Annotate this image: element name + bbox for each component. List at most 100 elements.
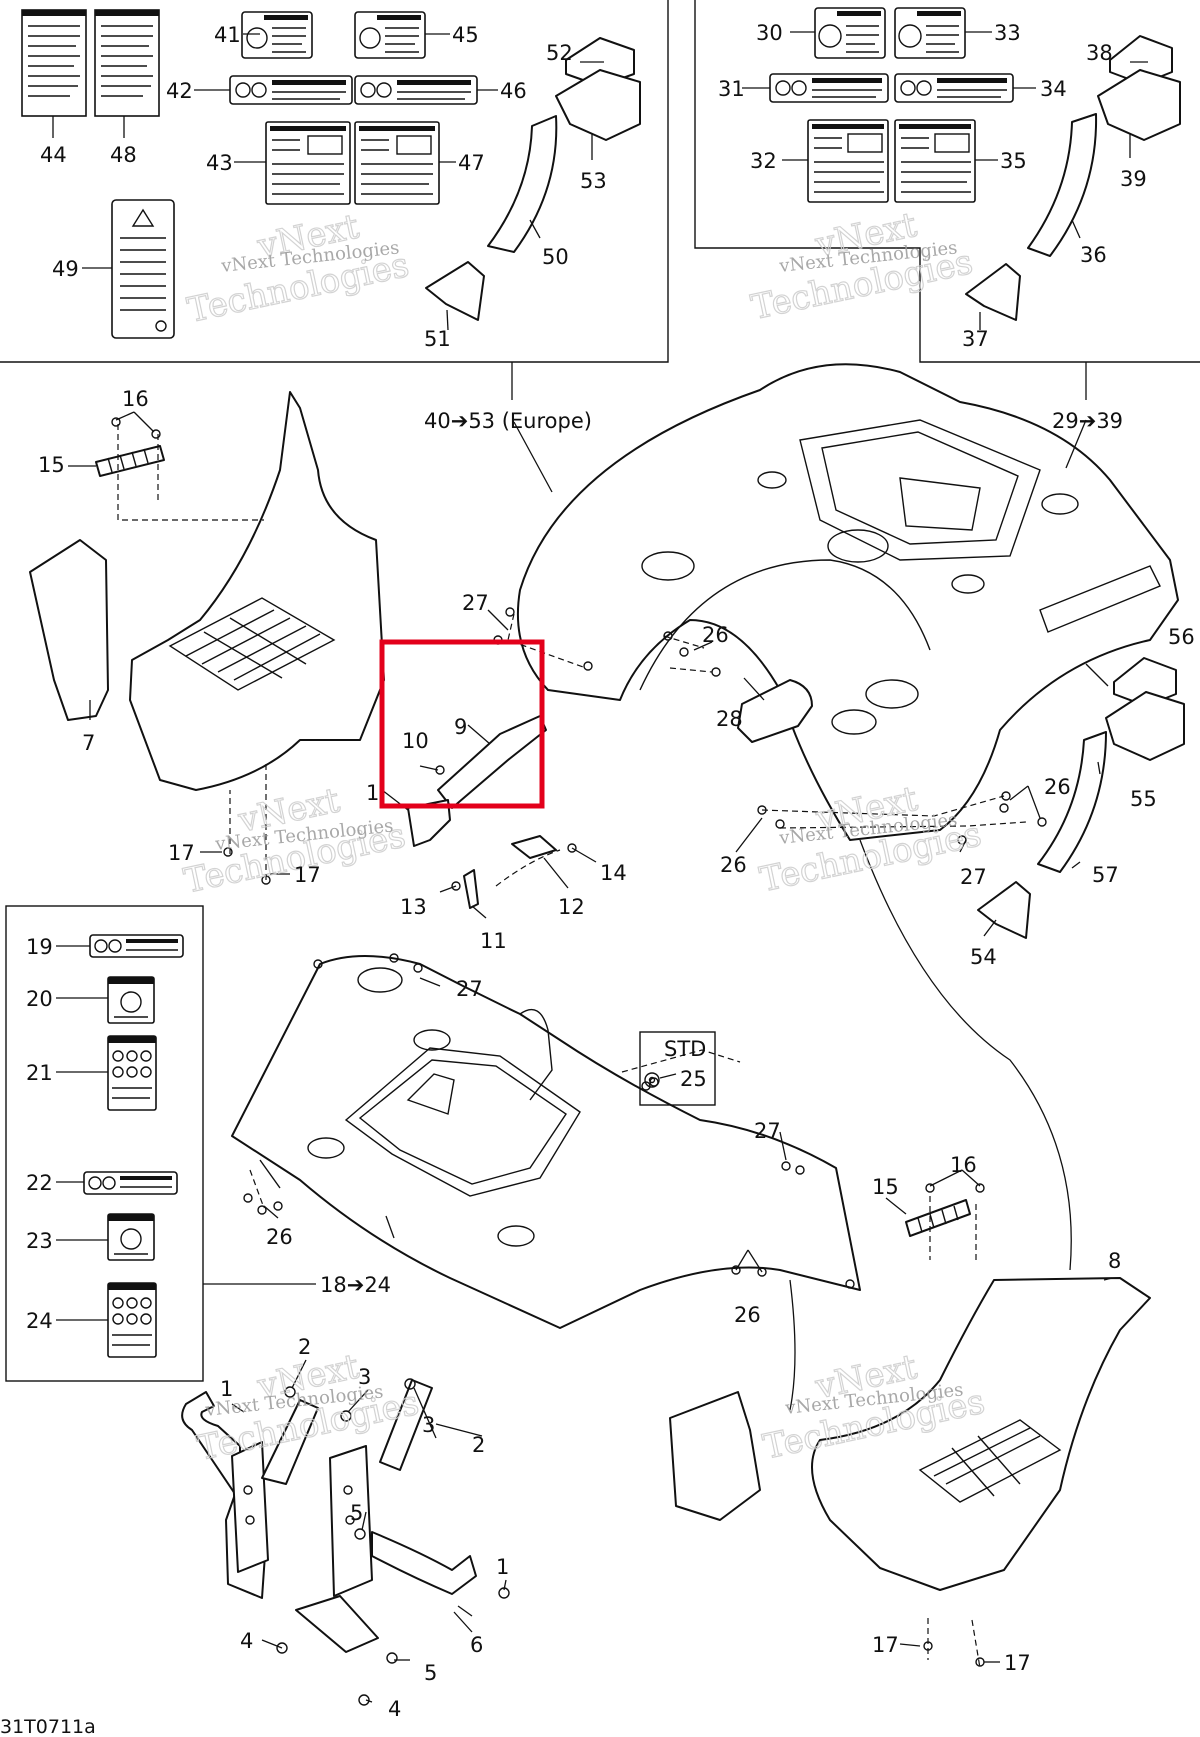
callout-48: 48 (110, 143, 137, 167)
assembly-lines (117, 424, 1072, 1669)
fender-extension-57 (1037, 731, 1107, 873)
callout-27-c: 27 (456, 977, 483, 1001)
callout-22: 22 (26, 1171, 53, 1195)
callout-54: 54 (970, 945, 997, 969)
safety-label-47 (354, 121, 440, 205)
callout-26-c: 26 (720, 853, 747, 877)
callout-26-e: 26 (734, 1303, 761, 1327)
callout-12: 12 (558, 895, 585, 919)
mudflap-38-39 (1097, 35, 1181, 141)
callout-1-c: 1 (496, 1555, 509, 1579)
callout-39: 39 (1120, 167, 1147, 191)
callout-24: 24 (26, 1309, 53, 1333)
bracket-12 (511, 835, 557, 859)
callout-27-a: 27 (462, 591, 489, 615)
fender-bracket-37 (965, 263, 1021, 321)
callout-5-b: 5 (424, 1661, 437, 1685)
safety-label-22 (83, 1171, 178, 1195)
group-label-29-39: 29➔39 (1052, 409, 1123, 433)
safety-label-43 (265, 121, 351, 205)
callout-43: 43 (206, 151, 233, 175)
callout-37: 37 (962, 327, 989, 351)
safety-label-19 (89, 934, 184, 958)
fender-extension-36 (1027, 113, 1098, 257)
callout-17-b: 17 (294, 863, 321, 887)
callout-4-b: 4 (388, 1697, 401, 1721)
safety-label-23 (107, 1213, 155, 1261)
callout-27-d: 27 (754, 1119, 781, 1143)
safety-label-45 (354, 11, 426, 59)
washer-25 (644, 1072, 660, 1088)
callout-16-upper: 16 (122, 387, 149, 411)
front-bumper-6 (181, 1379, 477, 1653)
callout-45: 45 (452, 23, 479, 47)
fender-extension-50 (487, 115, 558, 253)
safety-label-41 (241, 11, 313, 59)
callout-26-d: 26 (266, 1225, 293, 1249)
figure-code: 31T0711a (0, 1716, 96, 1737)
callout-10: 10 (402, 729, 429, 753)
callout-30: 30 (756, 21, 783, 45)
safety-label-35 (894, 119, 976, 203)
callout-28: 28 (716, 707, 743, 731)
footrest-grip-15 (95, 445, 165, 477)
callout-numbers: 44 48 41 42 43 49 45 46 47 52 53 50 51 3… (26, 21, 1195, 1721)
callout-15-lower: 15 (872, 1175, 899, 1199)
callout-13: 13 (400, 895, 427, 919)
callout-50: 50 (542, 245, 569, 269)
callout-47: 47 (458, 151, 485, 175)
callout-2-a: 2 (298, 1335, 311, 1359)
fender-bracket-54 (977, 881, 1031, 939)
callout-11: 11 (480, 929, 507, 953)
safety-label-42 (229, 75, 353, 105)
callout-9: 9 (454, 715, 467, 739)
right-footrest-8 (669, 1277, 1151, 1591)
safety-label-30 (814, 7, 886, 59)
callout-33: 33 (994, 21, 1021, 45)
group-label-europe: 40➔53 (Europe) (424, 409, 592, 433)
callout-7: 7 (82, 731, 95, 755)
callout-57: 57 (1092, 863, 1119, 887)
callout-46: 46 (500, 79, 527, 103)
callout-26-a: 26 (702, 623, 729, 647)
callout-38: 38 (1086, 41, 1113, 65)
callout-44: 44 (40, 143, 67, 167)
safety-label-32 (807, 119, 889, 203)
std-label: STD (664, 1037, 706, 1061)
callout-36: 36 (1080, 243, 1107, 267)
inset-frame-labels-19-24 (5, 905, 204, 1382)
inset-frame-europe-labels (0, 0, 669, 363)
safety-label-34 (894, 73, 1014, 103)
callout-20: 20 (26, 987, 53, 1011)
callout-1-a: 1 (366, 781, 379, 805)
support-bracket-9 (407, 715, 547, 847)
callout-3-b: 3 (422, 1413, 435, 1437)
group-label-18-24: 18➔24 (320, 1273, 391, 1297)
callout-32: 32 (750, 149, 777, 173)
std-box: STD (639, 1031, 716, 1106)
callout-15-upper: 15 (38, 453, 65, 477)
callout-17-d: 17 (1004, 1651, 1031, 1675)
fender-bracket-51 (425, 261, 485, 321)
callout-19: 19 (26, 935, 53, 959)
callout-8: 8 (1108, 1249, 1121, 1273)
safety-label-48 (94, 9, 160, 117)
callout-31: 31 (718, 77, 745, 101)
callout-16-lower: 16 (950, 1153, 977, 1177)
left-footrest-7 (29, 391, 385, 791)
clamp-11 (463, 869, 479, 909)
callout-53: 53 (580, 169, 607, 193)
rear-rack-panel-28 (737, 679, 813, 743)
rear-fender-assembly (516, 363, 1179, 841)
callout-17-a: 17 (168, 841, 195, 865)
callout-42: 42 (166, 79, 193, 103)
safety-label-21 (107, 1035, 157, 1111)
safety-label-31 (769, 73, 889, 103)
callout-2-b: 2 (472, 1433, 485, 1457)
safety-label-33 (894, 7, 966, 59)
callout-14: 14 (600, 861, 627, 885)
callout-51: 51 (424, 327, 451, 351)
leader-lines (52, 31, 1148, 1703)
callout-52: 52 (546, 41, 573, 65)
safety-label-20 (107, 976, 155, 1024)
